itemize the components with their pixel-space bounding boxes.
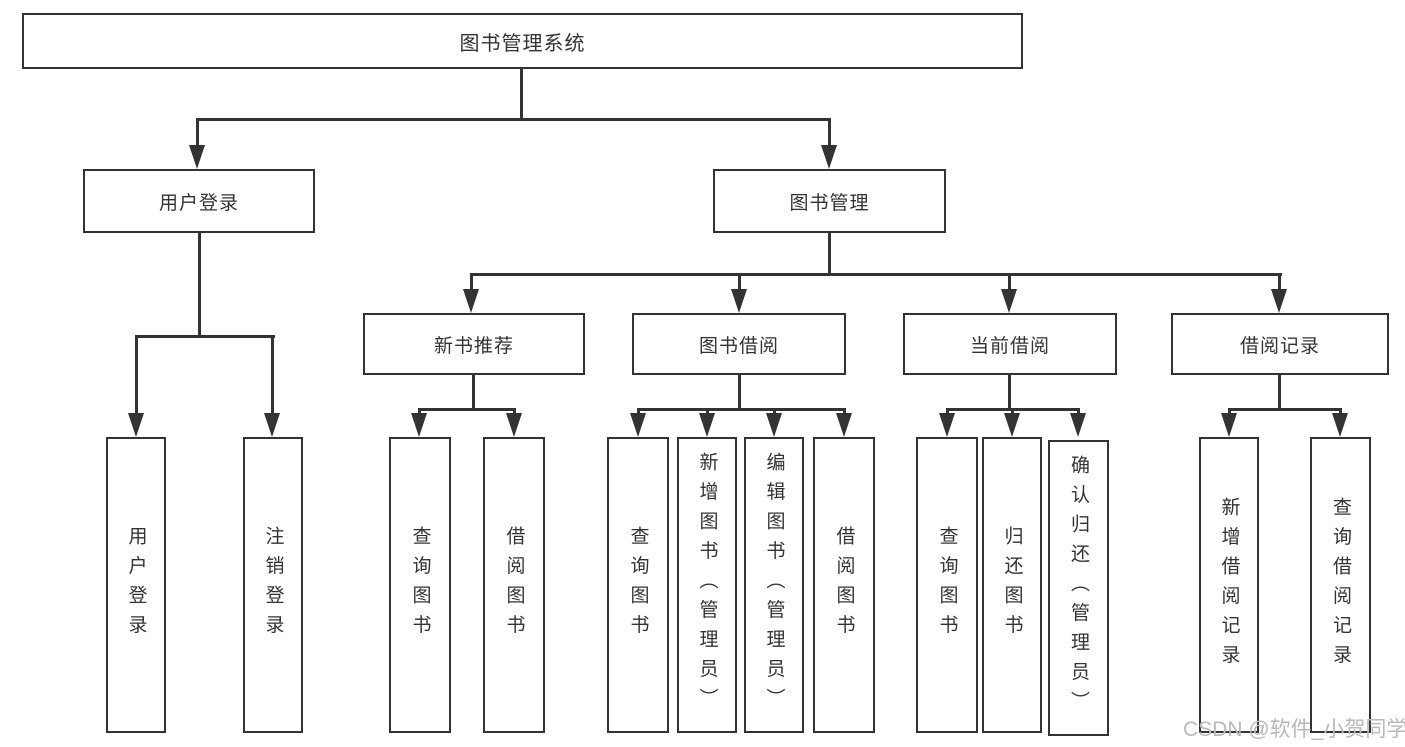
node-book-mgmt: 图书管理 [713,169,946,233]
connector-bookmgmt-trunk [828,233,831,273]
leaf-current-confirm-return-admin-label: 确认归还（管理员） [1068,455,1089,721]
arrowhead-br-add [1221,413,1237,437]
connector-bookborrow-hbar [637,408,846,411]
connector-userlogin-hbar [135,335,275,338]
node-borrow-records: 借阅记录 [1171,313,1389,375]
arrowhead-cb-confirm [1070,413,1086,437]
connector-stem-br-add [1228,408,1231,416]
node-book-borrow-label: 图书借阅 [698,335,779,357]
node-current-borrow: 当前借阅 [903,313,1117,375]
leaf-logout: 注销登录 [243,437,303,733]
leaf-borrow-borrow-books-label: 借阅图书 [833,526,855,644]
leaf-user-login-label: 用户登录 [125,526,147,644]
connector-bookmgmt-hbar [470,273,1282,276]
node-new-books-label: 新书推荐 [433,335,514,357]
connector-stem-book-mgmt [828,118,831,148]
node-user-login-label: 用户登录 [158,192,239,214]
node-user-login: 用户登录 [83,169,315,233]
arrowhead-cb-return [1004,413,1020,437]
leaf-records-query-record-label: 查询借阅记录 [1330,496,1351,674]
connector-stem-cb-confirm [1077,408,1080,416]
leaf-borrow-query-books: 查询图书 [607,437,669,733]
node-new-books: 新书推荐 [363,313,585,375]
connector-stem-br-query [1339,408,1342,416]
arrowhead-user-login [189,145,205,169]
connector-stem-cb-return [1011,408,1014,416]
leaf-borrow-add-books-admin: 新增图书（管理员） [677,437,737,733]
connector-root-hbar [196,118,831,121]
connector-stem-borrow-records [1278,273,1281,291]
arrowhead-book-borrow [731,289,747,313]
connector-userlogin-trunk [198,233,201,335]
csdn-watermark: CSDN @软件_小贺同学 [1183,718,1405,741]
arrowhead-borrow-records [1271,289,1287,313]
arrowhead-cb-query [939,413,955,437]
leaf-borrow-borrow-books: 借阅图书 [813,437,875,733]
leaf-user-login: 用户登录 [106,437,166,733]
arrowhead-leaf-user-login [128,413,144,437]
leaf-newbooks-query-books-label: 查询图书 [409,526,431,644]
leaf-borrow-edit-books-admin: 编辑图书（管理员） [744,437,804,733]
connector-stem-nb-query [418,408,421,416]
leaf-newbooks-borrow-books-label: 借阅图书 [503,526,525,644]
leaf-logout-label: 注销登录 [262,526,284,644]
node-current-borrow-label: 当前借阅 [969,335,1050,357]
connector-currentborrow-trunk [1008,375,1011,408]
arrowhead-leaf-logout [264,413,280,437]
leaf-current-query-books-label: 查询图书 [936,526,958,644]
leaf-borrow-query-books-label: 查询图书 [627,526,649,644]
connector-stem-bb-edit [773,408,776,416]
leaf-current-return-books-label: 归还图书 [1001,526,1023,644]
node-root-label: 图书管理系统 [459,32,586,55]
connector-stem-leaf-user-login [135,335,138,415]
leaf-newbooks-query-books: 查询图书 [389,437,451,733]
arrowhead-book-mgmt [821,145,837,169]
arrowhead-bb-query [630,413,646,437]
arrowhead-nb-query [411,413,427,437]
node-book-mgmt-label: 图书管理 [789,192,870,214]
leaf-newbooks-borrow-books: 借阅图书 [483,437,545,733]
arrowhead-nb-borrow [506,413,522,437]
connector-borrowrecords-trunk [1278,375,1281,408]
connector-stem-new-books [470,273,473,291]
connector-stem-bb-borrow [843,408,846,416]
connector-newbooks-hbar [418,408,516,411]
connector-stem-current-borrow [1008,273,1011,291]
connector-stem-leaf-logout [271,335,274,415]
arrowhead-bb-add [699,413,715,437]
connector-borrowrecords-hbar [1228,408,1342,411]
arrowhead-bb-edit [766,413,782,437]
connector-stem-user-login [196,118,199,148]
connector-stem-book-borrow [738,273,741,291]
arrowhead-bb-borrow [836,413,852,437]
connector-stem-bb-add [706,408,709,416]
leaf-borrow-edit-books-admin-label: 编辑图书（管理员） [763,452,785,718]
connector-root-trunk [520,69,523,118]
leaf-current-query-books: 查询图书 [916,437,978,733]
leaf-records-add-record: 新增借阅记录 [1199,437,1259,733]
leaf-current-confirm-return-admin: 确认归还（管理员） [1048,440,1109,736]
leaf-borrow-add-books-admin-label: 新增图书（管理员） [696,452,718,718]
leaf-records-query-record: 查询借阅记录 [1310,437,1371,733]
connector-newbooks-trunk [472,375,475,408]
leaf-records-add-record-label: 新增借阅记录 [1218,496,1240,674]
connector-stem-nb-borrow [513,408,516,416]
connector-stem-bb-query [637,408,640,416]
connector-stem-cb-query [946,408,949,416]
node-borrow-records-label: 借阅记录 [1239,335,1320,357]
connector-bookborrow-trunk [738,375,741,408]
node-book-borrow: 图书借阅 [632,313,846,375]
arrowhead-br-query [1332,413,1348,437]
arrowhead-current-borrow [1001,289,1017,313]
leaf-current-return-books: 归还图书 [982,437,1042,733]
arrowhead-new-books [463,289,479,313]
node-root: 图书管理系统 [22,13,1023,69]
